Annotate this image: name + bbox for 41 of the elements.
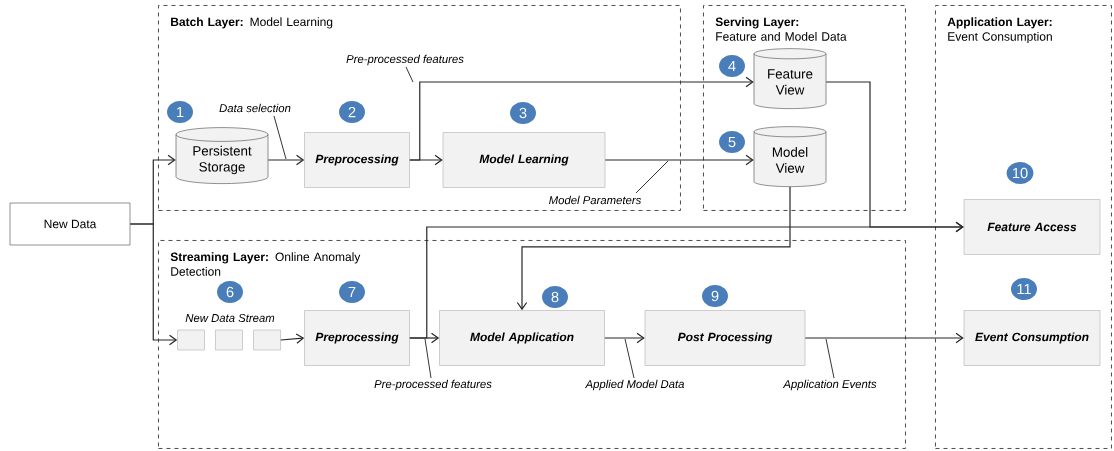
callout-number: 4 <box>719 55 745 77</box>
arrow <box>280 333 305 344</box>
database-cylinder: Model View <box>753 126 827 187</box>
process-box: Model Application <box>439 310 605 366</box>
callout-number: 11 <box>1011 278 1037 300</box>
callout-number: 9 <box>702 285 728 307</box>
arrow <box>267 154 305 166</box>
process-box: Preprocessing <box>304 310 410 366</box>
callout-number: 5 <box>719 131 745 153</box>
process-box: Model Learning <box>442 132 606 188</box>
database-cylinder: Feature View <box>753 48 827 109</box>
process-box: Post Processing <box>644 310 806 366</box>
callout-number: 2 <box>339 101 365 123</box>
process-box: Event Consumption <box>963 310 1101 366</box>
callout-number: 10 <box>1006 162 1034 184</box>
stream-item-box <box>253 329 281 351</box>
process-box: Preprocessing <box>304 132 410 188</box>
arrow <box>804 332 964 344</box>
edge-label: Data selection <box>219 103 291 113</box>
arrow <box>604 154 754 166</box>
edge-label: Pre-processed features <box>346 54 464 66</box>
stream-item-box <box>215 329 243 351</box>
edge-label: Applied Model Data <box>585 379 685 391</box>
database-cylinder: Persistent Storage <box>175 127 269 184</box>
arrow <box>129 223 178 346</box>
process-box: Feature Access <box>963 199 1101 255</box>
callout-number: 6 <box>217 281 243 303</box>
edge-label: Pre-processed features <box>374 379 492 391</box>
arrow <box>409 76 754 161</box>
callout-number: 3 <box>510 102 536 124</box>
stream-label: New Data Stream <box>185 314 275 322</box>
callout-number: 1 <box>167 101 193 123</box>
arrow <box>516 186 791 311</box>
arrow <box>409 221 964 339</box>
callout-number: 7 <box>339 281 365 303</box>
edge-label: Application Events <box>782 379 877 391</box>
callout-number: 8 <box>542 286 568 308</box>
arrow <box>604 332 645 344</box>
input-box: New Data <box>9 202 131 246</box>
stream-item-box <box>177 329 205 351</box>
edge-label: Model Parameters <box>549 195 642 205</box>
